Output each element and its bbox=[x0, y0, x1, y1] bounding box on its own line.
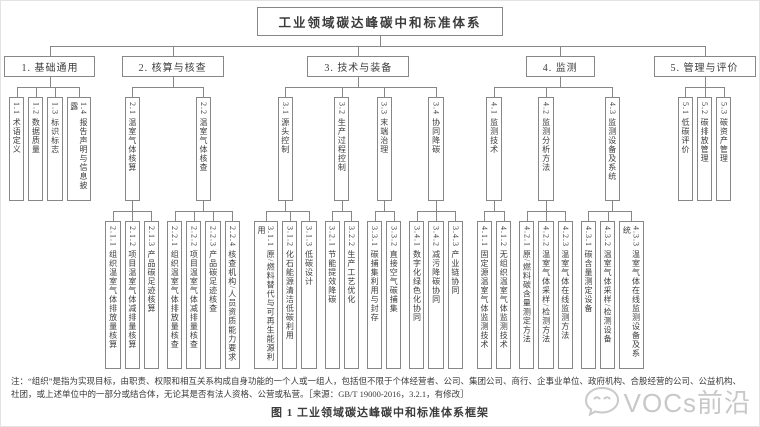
node-4-3-2: 4.3.2 温室气体采样/检测设备 bbox=[599, 221, 616, 369]
node-3-3: 3.3 末端治理 bbox=[376, 97, 392, 201]
node-4-3-3: 4.3.3 温室气体在线监测设备及系统 bbox=[619, 221, 644, 369]
node-4-2-1: 4.2.1 原/燃料碳含量测定方法 bbox=[519, 221, 535, 369]
note-text: 注：“组织”是指为实现目标，由职责、权限和相互关系构成自身功能的一个人或一组人，… bbox=[11, 376, 742, 399]
node-3-1-1: 3.1.1 原/燃料替代与可再生能源利用 bbox=[253, 221, 279, 369]
node-3-2-1: 3.2.1 节能提效降碳 bbox=[324, 221, 340, 369]
node-4-1: 4.1 监测技术 bbox=[486, 97, 502, 201]
wechat-icon bbox=[584, 386, 619, 417]
node-3-2-2: 3.2.2 生产工艺优化 bbox=[343, 221, 359, 369]
node-3-4-3: 3.4.3 产业链协同 bbox=[447, 221, 463, 369]
node-2-2-3: 2.2.3 产品碳足迹核查 bbox=[205, 221, 221, 369]
node-1-4: 1.4 报告声明与信息披露 bbox=[66, 97, 91, 201]
node-3-3-1: 3.3.1 碳捕集利用与封存 bbox=[366, 221, 383, 369]
standard-system-tree: 工业领域碳达峰碳中和标准体系 1. 基础通用 1.1 术语定义 1.2 数据质量… bbox=[1, 1, 759, 369]
node-2-2: 2.2 温室气体核查 bbox=[195, 97, 211, 201]
branch-1: 1. 基础通用 1.1 术语定义 1.2 数据质量 1.3 标识标志 1.4 报… bbox=[1, 46, 100, 201]
branch-3: 3. 技术与装备 3.1 源头控制 3.1.1 原/燃料替代与可再生能源利用 3… bbox=[246, 46, 471, 369]
branch-5-children: 5.1 低碳评价 5.2 碳排放管理 5.3 碳资产管理 bbox=[676, 77, 734, 201]
node-1-2: 1.2 数据质量 bbox=[28, 97, 44, 201]
node-3-3-2: 3.3.2 直接空气碳捕集 bbox=[386, 221, 402, 369]
node-3-1-3: 3.1.3 低碳设计 bbox=[301, 221, 317, 369]
node-4-2-2: 4.2.2 温室气体采样/检测方法 bbox=[538, 221, 554, 369]
branch-1-children: 1.1 术语定义 1.2 数据质量 1.3 标识标志 1.4 报告声明与信息披露 bbox=[7, 77, 93, 201]
node-3-4-2: 3.4.2 减污降碳协同 bbox=[428, 221, 444, 369]
node-3-2: 3.2 生产过程控制 bbox=[334, 97, 350, 201]
node-2-1-1: 2.1.1 组织温室气体排放量核算 bbox=[105, 221, 121, 369]
node-5-1: 5.1 低碳评价 bbox=[677, 97, 693, 201]
node-4-3: 4.3 监测设备及系统 bbox=[604, 97, 620, 201]
node-4-2: 4.2 监测分析方法 bbox=[538, 97, 554, 201]
node-5-2: 5.2 碳排放管理 bbox=[696, 97, 713, 201]
node-5-3: 5.3 碳资产管理 bbox=[716, 97, 732, 201]
branch-row: 1. 基础通用 1.1 术语定义 1.2 数据质量 1.3 标识标志 1.4 报… bbox=[1, 36, 758, 369]
node-2-1-3: 2.1.3 产品碳足迹核算 bbox=[143, 221, 160, 369]
node-2-1-2: 2.1.2 项目温室气体减排量核算 bbox=[124, 221, 140, 369]
branch-3-children: 3.1 源头控制 3.1.1 原/燃料替代与可再生能源利用 3.1.2 化石能源… bbox=[250, 77, 467, 369]
root-node: 工业领域碳达峰碳中和标准体系 bbox=[257, 7, 503, 36]
node-5: 5. 管理与评价 bbox=[653, 56, 756, 77]
node-4-1-1: 4.1.1 固定源温室气体监测技术 bbox=[476, 221, 493, 369]
node-2: 2. 核算与核查 bbox=[121, 56, 224, 77]
node-3-1-2: 3.1.2 化石能源清洁低碳利用 bbox=[282, 221, 298, 369]
node-3-1: 3.1 源头控制 bbox=[277, 97, 293, 201]
node-2-2-4: 2.2.4 核查机构/人员资质能力要求 bbox=[224, 221, 240, 369]
branch-2: 2. 核算与核查 2.1 温室气体核算 2.1.1 组织温室气体排放量核算 2.… bbox=[98, 46, 249, 369]
node-4-2-3: 4.2.3 温室气体在线监测方法 bbox=[557, 221, 573, 369]
node-3: 3. 技术与装备 bbox=[307, 56, 410, 77]
node-4-3-1: 4.3.1 碳含量测定设备 bbox=[580, 221, 596, 369]
watermark-text: VOCs前沿 bbox=[623, 388, 751, 418]
node-4: 4. 监测 bbox=[525, 56, 595, 77]
node-1: 1. 基础通用 bbox=[4, 56, 96, 77]
watermark: VOCs前沿 bbox=[583, 383, 751, 420]
branch-5: 5. 管理与评价 5.1 低碳评价 5.2 碳排放管理 5.3 碳资产管理 bbox=[650, 46, 759, 201]
node-3-4: 3.4 协同降碳 bbox=[428, 97, 444, 201]
figure-caption: 图 1 工业领域碳达峰碳中和标准体系框架 bbox=[271, 406, 489, 419]
branch-4-children: 4.1 监测技术 4.1.1 固定源温室气体监测技术 4.1.2 无组织温室气体… bbox=[473, 77, 648, 369]
branch-4: 4. 监测 4.1 监测技术 4.1.1 固定源温室气体监测技术 4.1.2 无… bbox=[469, 46, 652, 369]
node-2-2-2: 2.2.2 项目温室气体减排量核查 bbox=[186, 221, 202, 369]
node-1-1: 1.1 术语定义 bbox=[9, 97, 25, 201]
node-2-1: 2.1 温室气体核算 bbox=[124, 97, 140, 201]
node-4-1-2: 4.1.2 无组织温室气体监测技术 bbox=[496, 221, 512, 369]
branch-2-children: 2.1 温室气体核算 2.1.1 组织温室气体排放量核算 2.1.2 项目温室气… bbox=[101, 77, 243, 369]
node-3-4-1: 3.4.1 数字化绿色化协同 bbox=[409, 221, 425, 369]
node-2-2-1: 2.2.1 组织温室气体排放量核查 bbox=[167, 221, 183, 369]
node-1-3: 1.3 标识标志 bbox=[47, 97, 63, 201]
